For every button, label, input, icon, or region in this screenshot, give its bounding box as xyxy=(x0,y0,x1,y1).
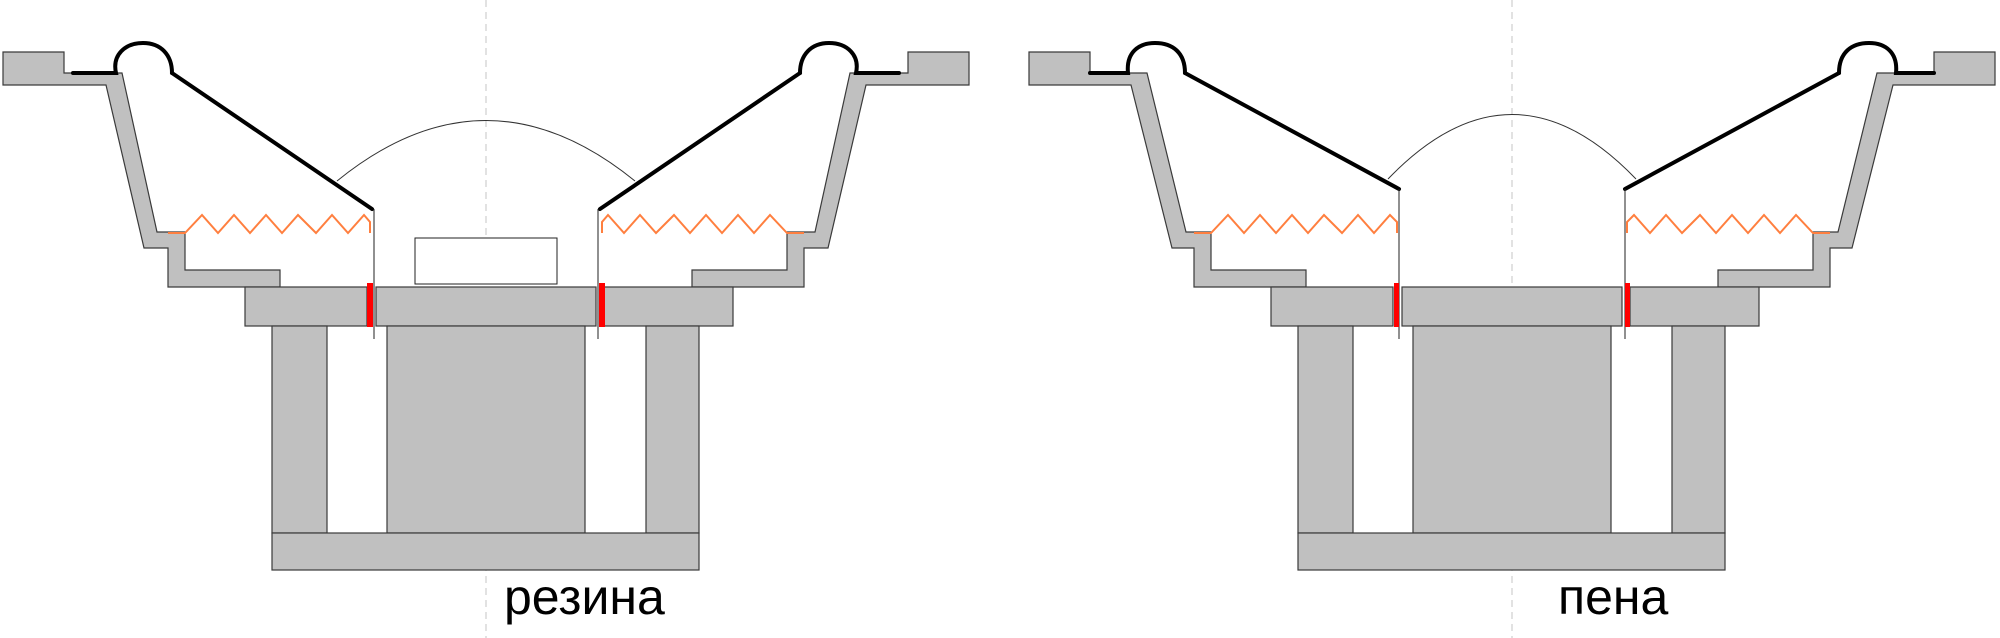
magnet-left xyxy=(1297,325,1354,534)
dust-cap xyxy=(336,120,636,182)
voice-coil xyxy=(1394,283,1399,327)
speaker-rubber xyxy=(1,41,971,571)
top-plate-right xyxy=(1629,286,1760,327)
left-half xyxy=(1,41,374,289)
magnet-right xyxy=(1671,325,1726,534)
top-plate-right xyxy=(603,286,734,327)
pole-top xyxy=(375,286,597,327)
right-half xyxy=(1623,41,1997,289)
pole-piece xyxy=(386,325,586,534)
magnet-right xyxy=(645,325,700,534)
right-half xyxy=(598,41,971,289)
pole-top xyxy=(1401,286,1623,327)
pole-piece xyxy=(1412,325,1612,534)
left-half xyxy=(1027,41,1401,289)
label-foam: пена xyxy=(1558,569,1669,625)
magnet-left xyxy=(271,325,328,534)
voice-coil xyxy=(599,283,605,327)
top-plate-left xyxy=(1270,286,1394,327)
speaker-foam xyxy=(1027,41,1997,571)
label-rubber: резина xyxy=(504,569,665,625)
back-plate xyxy=(1297,532,1726,571)
voice-coil xyxy=(367,283,373,327)
voice-coil xyxy=(1625,283,1630,327)
dust-cap xyxy=(1387,114,1637,180)
phase-plug-block xyxy=(414,237,558,285)
top-plate-left xyxy=(244,286,368,327)
back-plate xyxy=(271,532,700,571)
